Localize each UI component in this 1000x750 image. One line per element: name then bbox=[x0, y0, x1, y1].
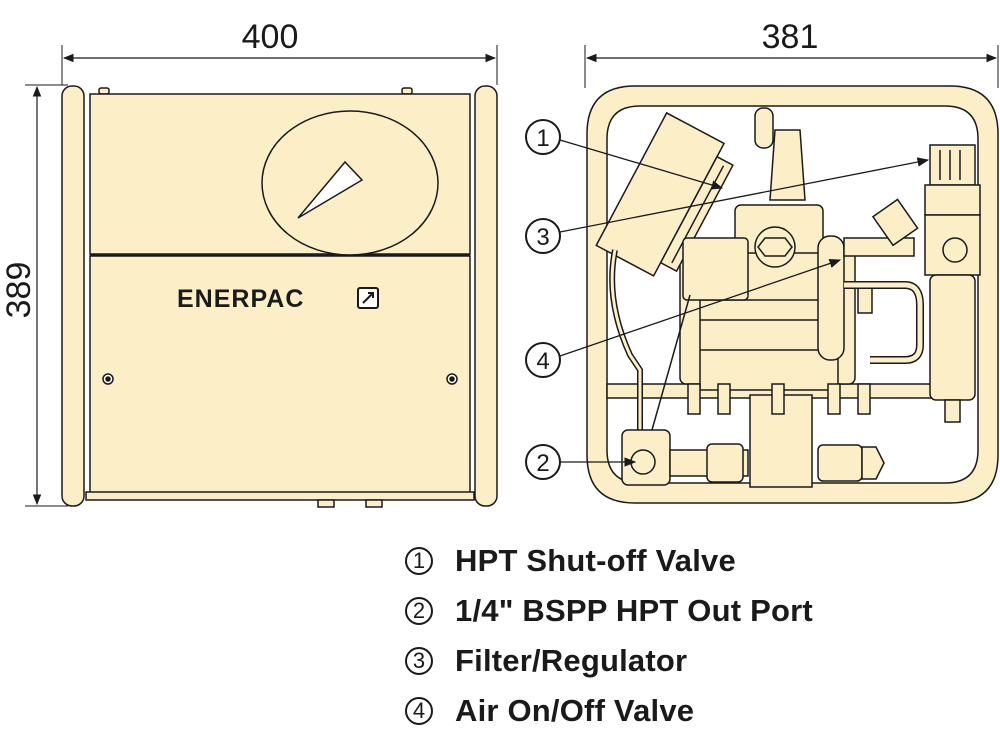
gauge-needle bbox=[297, 160, 364, 219]
dimension-side-width-label: 381 bbox=[762, 18, 819, 56]
legend-item-number: 3 bbox=[405, 647, 433, 675]
legend-item: 3 Filter/Regulator bbox=[405, 636, 995, 686]
legend-item-number: 2 bbox=[405, 597, 433, 625]
callout-2: 2 bbox=[525, 444, 637, 480]
callout-1-label: 1 bbox=[536, 125, 549, 152]
callout-4-label: 4 bbox=[536, 348, 549, 375]
legend-item: 4 Air On/Off Valve bbox=[405, 686, 995, 736]
dimension-height-label: 389 bbox=[0, 262, 38, 319]
callout-4: 4 bbox=[525, 258, 842, 378]
callout-3-label: 3 bbox=[536, 224, 549, 251]
legend-item-label: Air On/Off Valve bbox=[455, 693, 695, 728]
panel-screws bbox=[102, 373, 458, 385]
enerpac-logo-text: ENERPAC bbox=[177, 285, 304, 313]
legend-item: 2 1/4" BSPP HPT Out Port bbox=[405, 586, 995, 636]
dimension-side-width: 381 bbox=[584, 18, 999, 88]
legend-item-label: HPT Shut-off Valve bbox=[455, 543, 736, 578]
legend-item-label: Filter/Regulator bbox=[455, 643, 688, 678]
enerpac-logo: ENERPAC bbox=[177, 285, 379, 313]
callout-2-label: 2 bbox=[536, 450, 549, 477]
dimension-front-width: 400 bbox=[61, 18, 498, 85]
legend-item-number: 1 bbox=[405, 547, 433, 575]
legend-item: 1 HPT Shut-off Valve bbox=[405, 536, 995, 586]
side-view bbox=[586, 85, 999, 504]
callout-3: 3 bbox=[525, 157, 930, 254]
legend: 1 HPT Shut-off Valve 2 1/4" BSPP HPT Out… bbox=[405, 536, 995, 736]
legend-item-label: 1/4" BSPP HPT Out Port bbox=[455, 593, 813, 628]
callout-1: 1 bbox=[525, 119, 724, 190]
pressure-gauge bbox=[261, 110, 439, 256]
dimension-front-width-label: 400 bbox=[242, 18, 299, 56]
legend-item-number: 4 bbox=[405, 697, 433, 725]
dimension-height: 389 bbox=[0, 84, 68, 507]
